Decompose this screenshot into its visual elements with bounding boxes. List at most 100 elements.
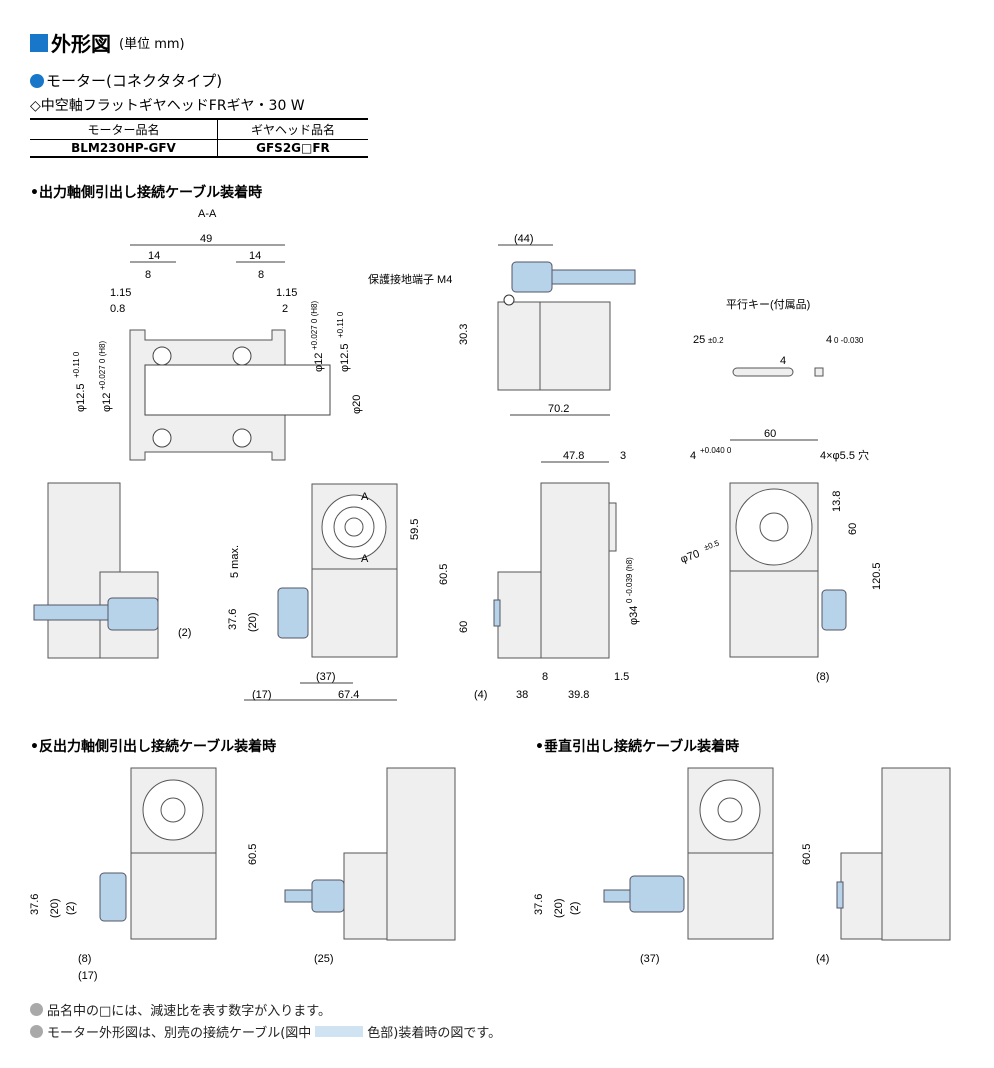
rev-motor — [130, 852, 217, 940]
vert-dim-2: (2) — [569, 902, 581, 915]
front-motor — [311, 568, 398, 658]
section-output-side: •出力軸側引出し接続ケーブル装着時 — [30, 185, 263, 201]
bore-left-1: φ12.5 — [75, 383, 87, 412]
dim-08: 0.8 — [110, 303, 125, 315]
bore-right-2-tol: +0.11 0 — [336, 311, 345, 338]
rear-connector — [821, 589, 847, 631]
rear-dim-60a: 60 — [764, 428, 776, 440]
dim-17: (17) — [252, 689, 272, 701]
rear-dim-8: (8) — [816, 671, 829, 683]
spec-cell-motor: BLM230HP-GFV — [30, 139, 218, 158]
a-mark-bottom: A — [361, 553, 369, 565]
front-view: A A 59.5 5 max. 37.6 (20) (37) (17) 67.4 — [227, 483, 421, 701]
bearing-ll — [152, 428, 172, 448]
dim-303: 30.3 — [458, 324, 470, 345]
left-side-view: (2) — [33, 482, 191, 659]
rear-phi-70-tol: ±0.5 — [703, 538, 721, 552]
rear-dim-4-tol: +0.040 0 — [700, 446, 732, 455]
top-connector — [511, 261, 553, 293]
rev-dim-605: 60.5 — [247, 844, 259, 865]
hollow-shaft — [144, 364, 331, 416]
reverse-side-view: 60.5 (25) — [247, 767, 456, 965]
dim-15: 1.5 — [614, 671, 629, 683]
dim-8a: 8 — [145, 269, 151, 281]
dim-60: 60 — [458, 621, 470, 633]
section-aa-view: A-A 49 14 14 8 8 1.15 0.8 1.15 2 φ12.5 +… — [72, 208, 363, 461]
title-marker-icon — [30, 33, 48, 52]
vertical-front-view: 37.6 (20) (2) (37) — [533, 767, 774, 965]
page-title: 外形図 (単位 mm) — [30, 28, 185, 57]
vert-bore-inner — [717, 797, 743, 823]
left-dim-2: (2) — [178, 627, 191, 639]
bore-right-2: φ12.5 — [339, 343, 351, 372]
rear-motor — [729, 570, 819, 658]
dim-8b: 8 — [258, 269, 264, 281]
top-cable — [549, 269, 636, 285]
dim-37: (37) — [316, 671, 336, 683]
rev-dim-17: (17) — [78, 970, 98, 982]
vertical-side-view: 60.5 (4) — [801, 767, 951, 965]
dim-376: 37.6 — [227, 609, 239, 630]
key-body — [732, 367, 794, 377]
rev-dim-20: (20) — [49, 898, 61, 918]
rev-side-motor — [343, 852, 388, 940]
note-2: モーター外形図は、別売の接続ケーブル(図中 色部)装着時の図です。 — [30, 1022, 501, 1041]
rev-dim-2: (2) — [65, 902, 77, 915]
dim-115a: 1.15 — [110, 287, 131, 299]
side-motor — [497, 571, 542, 659]
unit-label: (単位 mm) — [119, 37, 185, 52]
section-vertical: •垂直引出し接続ケーブル装着時 — [535, 739, 740, 755]
parallel-key-view: 平行キー(付属品) 25 ±0.2 4 4 0 -0.030 — [693, 298, 864, 377]
section-aa-label: A-A — [198, 208, 217, 220]
ground-screw-icon — [503, 294, 515, 306]
vert-side-connector — [836, 881, 844, 909]
subtitle: モーター(コネクタタイプ) — [30, 70, 222, 91]
right-side-view: 47.8 3 60.5 60 φ34 0 -0.039 (h8) (4) 38 … — [438, 450, 640, 701]
phi-34: φ34 — [628, 606, 640, 625]
rear-dim-138: 13.8 — [831, 491, 843, 512]
bore-right-1-tol: +0.027 0 (H8) — [310, 301, 319, 350]
front-bore-inner — [344, 517, 364, 537]
rear-bore — [759, 512, 789, 542]
left-connector — [107, 597, 159, 631]
rear-dim-4: 4 — [690, 450, 696, 462]
spec-table: モーター品名 ギヤヘッド品名 BLM230HP-GFV GFS2G□FR — [30, 118, 368, 158]
vert-dim-4: (4) — [816, 953, 829, 965]
variant-label: ◇中空軸フラットギヤヘッドFRギヤ・30 W — [30, 98, 305, 114]
dim-115b: 1.15 — [276, 287, 297, 299]
rev-connector — [99, 872, 127, 922]
rev-bore-inner — [160, 797, 186, 823]
side-shaft-boss — [608, 502, 617, 552]
phi-34-tol: 0 -0.039 (h8) — [625, 557, 634, 603]
bore-left-1-tol: +0.11 0 — [72, 351, 81, 378]
rev-dim-25: (25) — [314, 953, 334, 965]
phi-20: φ20 — [351, 395, 363, 414]
key-w-tol: 0 -0.030 — [834, 336, 864, 345]
bearing-lr — [232, 428, 252, 448]
bore-right-1: φ12 — [313, 353, 325, 372]
rev-dim-8: (8) — [78, 953, 91, 965]
vert-connector — [629, 875, 685, 913]
note-1: 品名中の□には、減速比を表す数字が入ります。 — [30, 1000, 331, 1019]
dim-674: 67.4 — [338, 689, 359, 701]
dim-49: 49 — [200, 233, 212, 245]
holes-label: 4×φ5.5 穴 — [820, 448, 869, 462]
dim-3: 3 — [620, 450, 626, 462]
vert-dim-37: (37) — [640, 953, 660, 965]
rev-side-gearhead — [386, 767, 456, 941]
dim-398: 39.8 — [568, 689, 589, 701]
dim-605: 60.5 — [438, 564, 450, 585]
dim-8: 8 — [542, 671, 548, 683]
vert-dim-20: (20) — [553, 898, 565, 918]
side-connector — [493, 599, 501, 627]
bearing-ur — [232, 346, 252, 366]
dim-5max: 5 max. — [229, 545, 241, 578]
key-w: 4 — [826, 334, 832, 346]
key-h: 4 — [780, 355, 786, 367]
note-bullet-icon — [30, 1003, 43, 1016]
reverse-front-view: 37.6 (20) (2) (8) (17) — [29, 767, 217, 982]
spec-header-gearhead: ギヤヘッド品名 — [216, 118, 368, 140]
section-reverse-side: •反出力軸側引出し接続ケーブル装着時 — [30, 739, 277, 755]
dim-14a: 14 — [148, 250, 160, 262]
vert-side-motor — [840, 852, 883, 940]
